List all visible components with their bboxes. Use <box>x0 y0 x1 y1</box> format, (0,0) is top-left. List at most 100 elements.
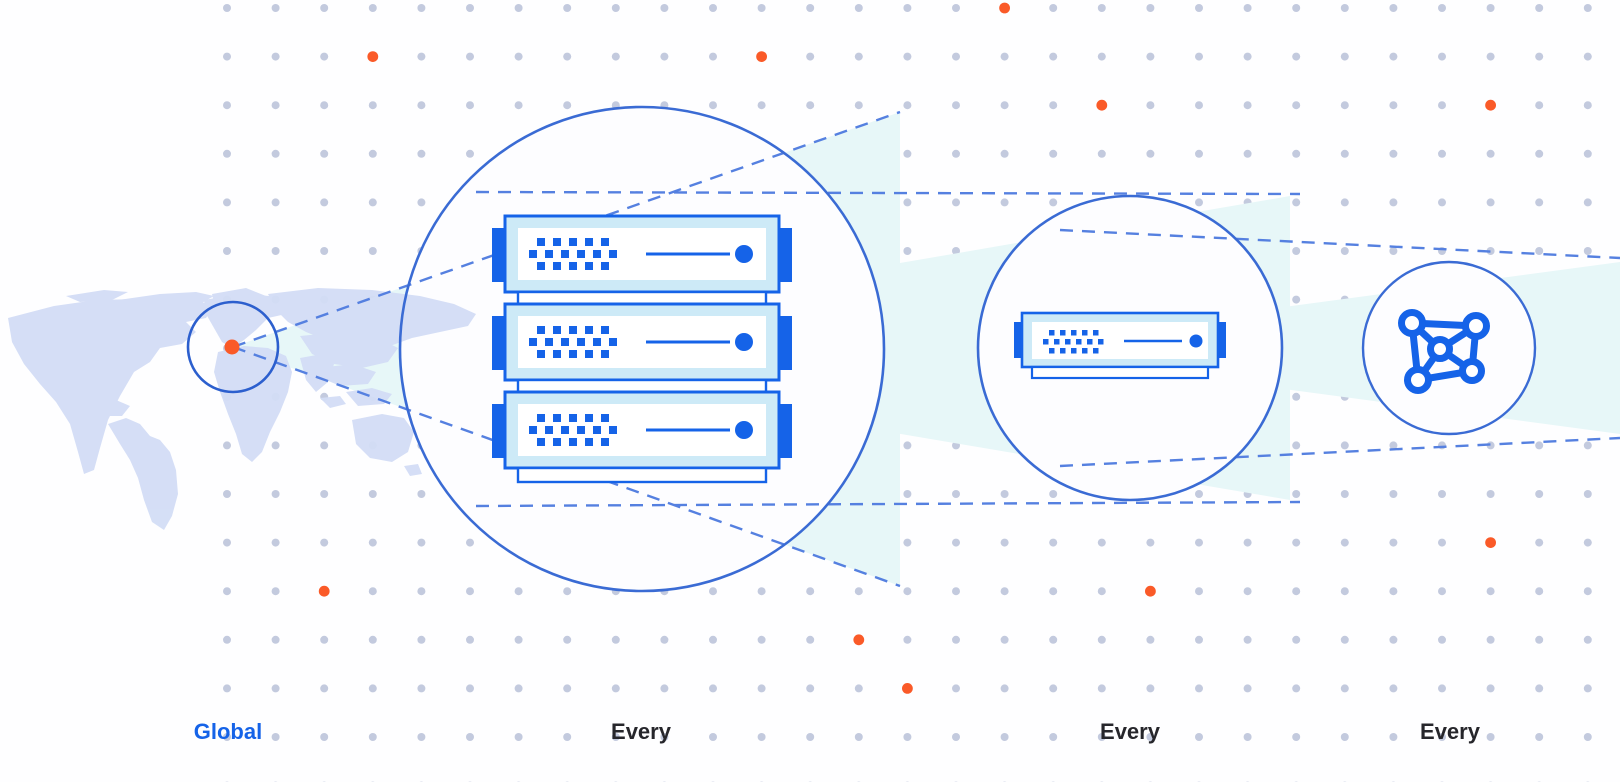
grid-dot <box>806 684 815 693</box>
grid-dot <box>223 635 231 644</box>
grid-dot <box>757 684 766 693</box>
grid-dot <box>1195 149 1203 158</box>
grid-dot <box>417 635 426 644</box>
graph-node-bottom-right <box>1459 358 1485 384</box>
grid-dot <box>271 149 280 158</box>
grid-dot <box>1292 198 1301 207</box>
grid-dot <box>514 733 523 741</box>
grid-dot-highlighted <box>1096 99 1108 111</box>
grid-dot <box>709 4 717 12</box>
grid-dot <box>854 684 863 693</box>
grid-dot <box>1243 149 1252 158</box>
grid-dot <box>1583 4 1592 12</box>
grid-dot <box>1535 198 1544 207</box>
grid-dot <box>1389 149 1398 158</box>
grid-dot <box>611 52 620 61</box>
grid-dot <box>806 587 815 596</box>
grid-dot <box>1292 441 1301 450</box>
grid-dot <box>1292 490 1301 498</box>
grid-dot <box>320 538 329 547</box>
grid-dot <box>271 490 280 498</box>
grid-dot <box>1000 149 1009 158</box>
grid-dot <box>320 101 329 110</box>
grid-dot <box>1049 538 1058 547</box>
grid-dot <box>1097 587 1106 596</box>
grid-dot <box>952 247 960 255</box>
grid-dot <box>1000 198 1009 207</box>
grid-dot <box>271 4 280 12</box>
grid-dot <box>368 538 377 547</box>
grid-dot <box>1243 635 1252 644</box>
grid-dot <box>1097 684 1106 693</box>
grid-dot <box>563 4 572 12</box>
grid-dot <box>563 52 572 61</box>
grid-dot <box>1292 149 1301 158</box>
grid-dot <box>709 101 717 110</box>
grid-dot <box>1389 538 1398 547</box>
grid-dot <box>757 733 766 741</box>
grid-dot <box>757 635 766 644</box>
grid-dot <box>466 733 474 741</box>
grid-dot <box>1292 635 1301 644</box>
grid-dot <box>223 587 231 596</box>
grid-dot <box>709 733 717 741</box>
grid-dot <box>952 198 960 207</box>
grid-dot <box>514 101 523 110</box>
grid-dot <box>223 4 231 12</box>
grid-dot <box>368 198 377 207</box>
grid-dot-highlighted <box>756 51 767 62</box>
grid-dot <box>1486 733 1495 741</box>
grid-dot <box>1486 587 1495 596</box>
grid-dot <box>1535 247 1544 255</box>
grid-dot <box>514 635 523 644</box>
grid-dot <box>952 635 960 644</box>
grid-dot <box>368 4 377 12</box>
grid-dot <box>563 684 572 693</box>
grid-dot <box>1486 52 1495 61</box>
grid-dot <box>660 684 669 693</box>
grid-dot <box>952 4 960 12</box>
grid-dot-highlighted <box>853 634 865 646</box>
grid-dot <box>1438 4 1446 12</box>
grid-dot <box>320 247 329 255</box>
grid-dot <box>1535 684 1544 693</box>
grid-dot <box>1535 635 1544 644</box>
grid-dot-highlighted <box>902 683 913 694</box>
grid-dot <box>320 733 329 741</box>
grid-dot <box>952 101 960 110</box>
grid-dot <box>1583 538 1592 547</box>
grid-dot <box>1340 587 1349 596</box>
grid-dot <box>466 149 474 158</box>
grid-dot <box>1195 684 1203 693</box>
grid-dot <box>368 149 377 158</box>
grid-dot <box>271 198 280 207</box>
grid-dot <box>1243 733 1252 741</box>
grid-dot <box>1146 635 1155 644</box>
grid-dot <box>1097 635 1106 644</box>
grid-dot <box>1243 538 1252 547</box>
grid-dot <box>417 52 426 61</box>
dashed-line-server-service-bottom <box>1059 436 1620 468</box>
grid-dot <box>563 101 572 110</box>
grid-dot <box>320 635 329 644</box>
grid-dot <box>1146 733 1155 741</box>
grid-dot <box>417 198 426 207</box>
grid-dot <box>514 52 523 61</box>
grid-dot <box>1389 587 1398 596</box>
grid-dot <box>223 149 231 158</box>
map-highlight-circle <box>186 300 280 394</box>
grid-dot <box>757 4 766 12</box>
grid-dot <box>1243 52 1252 61</box>
grid-dot <box>417 684 426 693</box>
grid-dot <box>1195 490 1203 498</box>
dashed-line-dc-server-bottom <box>475 500 1301 508</box>
grid-dot <box>320 149 329 158</box>
grid-dot <box>1535 733 1544 741</box>
grid-dot <box>1195 538 1203 547</box>
grid-dot <box>709 52 717 61</box>
grid-dot <box>223 490 231 498</box>
grid-dot <box>903 149 912 158</box>
grid-dot <box>1583 490 1592 498</box>
graph-node-bottom-left <box>1404 366 1432 394</box>
